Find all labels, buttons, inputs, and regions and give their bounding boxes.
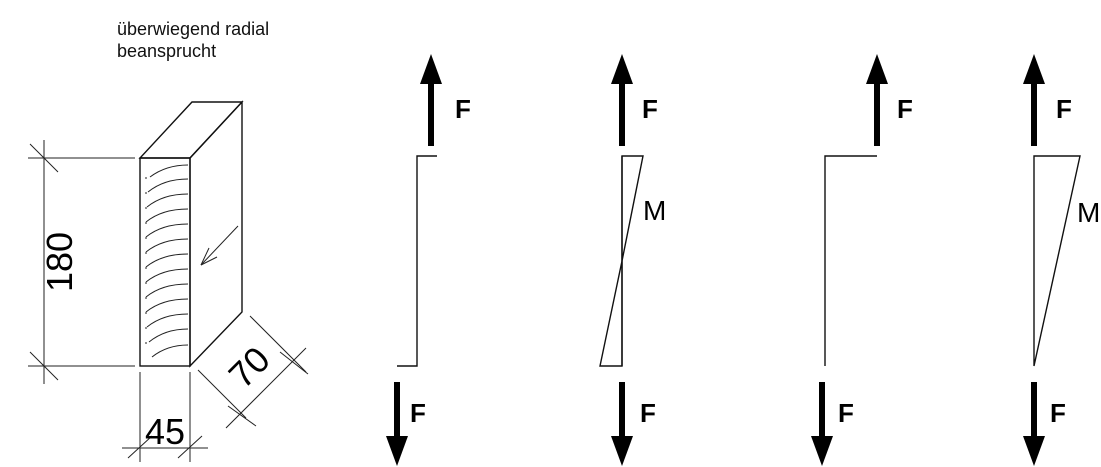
- force-arrow-down-2: [611, 436, 633, 466]
- dimension-height-label: 180: [39, 232, 80, 292]
- force-arrow-up-3: [866, 54, 888, 84]
- load-direction-arrow: [200, 225, 239, 266]
- specimen-block: [138, 100, 244, 368]
- caption: überwiegend radial beansprucht: [117, 18, 269, 62]
- force-diagram-4: F M F: [1023, 54, 1100, 466]
- growth-rings: [145, 164, 189, 358]
- dimension-width: 45: [122, 372, 208, 462]
- dimension-height: 180: [28, 140, 135, 384]
- force-label-top-3: F: [897, 94, 913, 124]
- dimension-width-label: 45: [145, 411, 185, 452]
- force-arrow-down-3: [811, 436, 833, 466]
- internal-force-line-1: [397, 155, 437, 367]
- force-diagram-2: F M F: [599, 54, 666, 466]
- force-arrow-up-4: [1023, 54, 1045, 84]
- caption-line-1: überwiegend radial: [117, 19, 270, 39]
- dimension-depth-label: 70: [221, 339, 278, 396]
- force-arrow-down-1: [386, 436, 408, 466]
- moment-label-4: M: [1077, 197, 1100, 228]
- force-label-top-2: F: [642, 94, 658, 124]
- force-diagram-1: F F: [386, 54, 471, 466]
- force-arrow-up-1: [420, 54, 442, 84]
- force-arrow-up-2: [611, 54, 633, 84]
- force-label-bottom-4: F: [1050, 398, 1066, 428]
- specimen-top-face: [138, 101, 244, 159]
- force-arrow-down-4: [1023, 436, 1045, 466]
- force-label-bottom-2: F: [640, 398, 656, 428]
- force-label-bottom-3: F: [838, 398, 854, 428]
- force-diagram-3: F F: [811, 54, 913, 466]
- moment-label-2: M: [643, 195, 666, 226]
- moment-area-4: [1033, 155, 1081, 367]
- moment-area-top-2: [621, 155, 644, 262]
- caption-line-2: beansprucht: [117, 41, 217, 61]
- force-label-top-1: F: [455, 94, 471, 124]
- internal-force-line-3: [824, 155, 877, 366]
- specimen-side-face: [189, 100, 243, 368]
- force-label-bottom-1: F: [410, 398, 426, 428]
- specimen-front-face: [139, 157, 191, 367]
- moment-area-bottom-2: [599, 260, 623, 367]
- force-label-top-4: F: [1056, 94, 1072, 124]
- dimension-depth: 70: [197, 315, 309, 429]
